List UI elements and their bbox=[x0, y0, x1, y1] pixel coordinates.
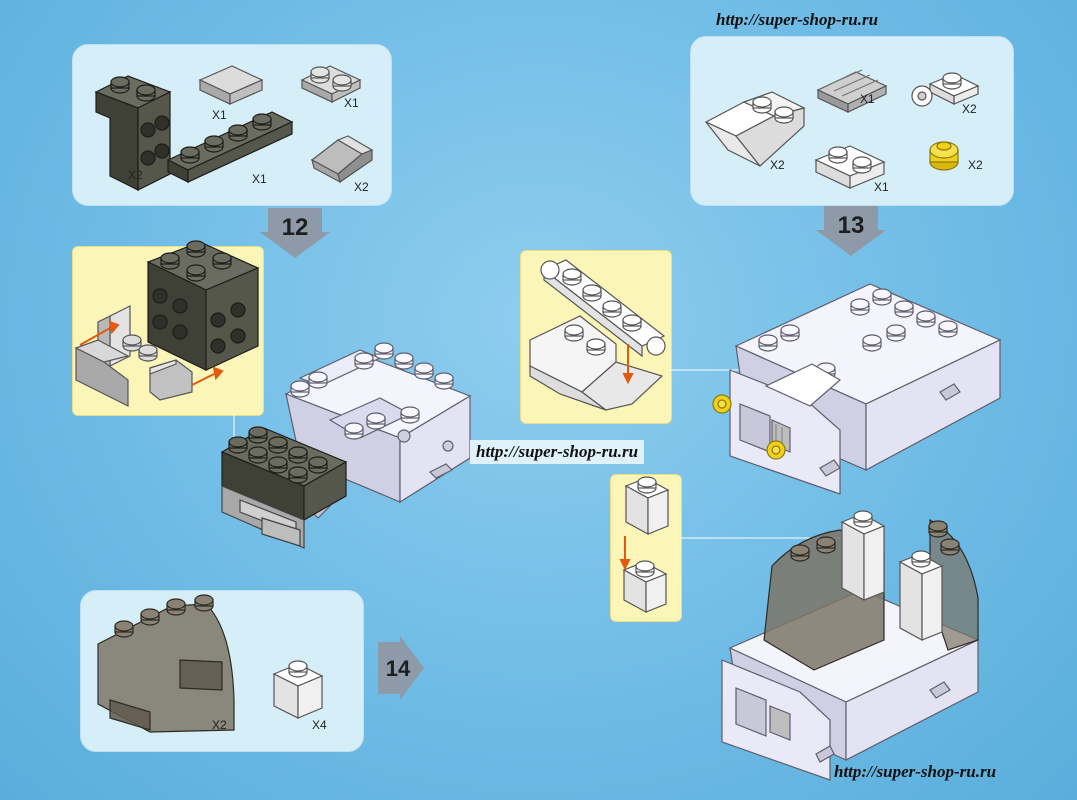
qty-label: X1 bbox=[860, 92, 875, 106]
qty-label: X1 bbox=[874, 180, 889, 194]
light-grey-tile bbox=[198, 65, 264, 105]
white-plate-1x2 bbox=[814, 145, 886, 189]
step12-subassembly bbox=[146, 240, 260, 371]
step-14-marker: 14 bbox=[378, 636, 424, 700]
qty-label: X1 bbox=[252, 172, 267, 186]
grey-grille-tile bbox=[816, 69, 888, 113]
smoke-windscreen-part bbox=[97, 594, 235, 733]
qty-label: X1 bbox=[212, 108, 227, 122]
step12-tile-and-slope bbox=[74, 305, 193, 407]
qty-label: X2 bbox=[770, 158, 785, 172]
step-arrow-down-icon bbox=[816, 206, 886, 256]
dark-plate-1x4 bbox=[166, 111, 294, 183]
watermark-url-middle: http://super-shop-ru.ru bbox=[470, 440, 645, 464]
step-12-marker: 12 bbox=[260, 208, 330, 258]
white-brick-stack bbox=[622, 476, 670, 614]
watermark-url-top: http://super-shop-ru.ru bbox=[716, 10, 879, 29]
step-number: 12 bbox=[281, 214, 309, 241]
qty-label: X4 bbox=[312, 718, 327, 732]
qty-label: X1 bbox=[344, 96, 359, 110]
white-plate-with-clip bbox=[911, 72, 980, 107]
step-number: 14 bbox=[385, 656, 411, 681]
qty-label: X2 bbox=[212, 718, 227, 732]
qty-label: X2 bbox=[128, 168, 143, 182]
car-body-step12 bbox=[284, 342, 472, 519]
white-pillars bbox=[840, 510, 944, 642]
white-slope-2x2 bbox=[704, 91, 806, 167]
qty-label: X2 bbox=[354, 180, 369, 194]
car-body-step13 bbox=[729, 283, 1002, 495]
step-13-marker: 13 bbox=[816, 206, 886, 256]
watermark-url-bottom: http://super-shop-ru.ru bbox=[834, 762, 997, 781]
dark-bracket-brick bbox=[94, 75, 172, 191]
yellow-round-plate bbox=[929, 141, 959, 171]
qty-label: X2 bbox=[968, 158, 983, 172]
assembly-arrow-icon bbox=[79, 320, 224, 386]
qty-label: X2 bbox=[962, 102, 977, 116]
step-arrow-right-icon bbox=[378, 636, 424, 700]
yellow-headlights bbox=[712, 394, 786, 460]
step13-subassembly bbox=[529, 259, 666, 411]
assembly-arrow-icon bbox=[619, 344, 634, 571]
step-arrow-down-icon bbox=[260, 208, 330, 258]
grey-slope-brick bbox=[310, 135, 374, 184]
light-grey-plate bbox=[300, 65, 362, 103]
step-number: 13 bbox=[837, 212, 865, 239]
white-brick-1x1 bbox=[272, 660, 324, 719]
car-bumper-step12 bbox=[221, 485, 305, 549]
